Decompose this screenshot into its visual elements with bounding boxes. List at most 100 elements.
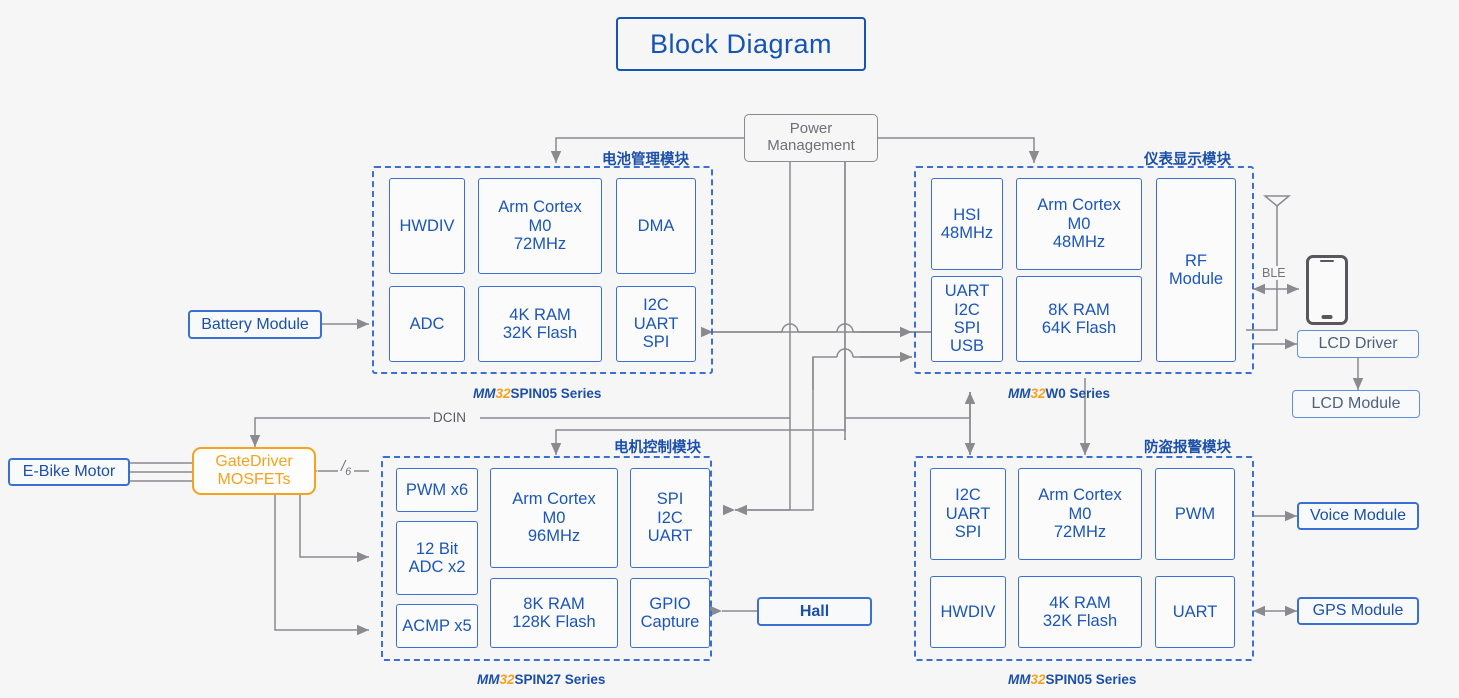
comm-line4: USB [950, 337, 984, 356]
block-motor-adc[interactable]: 12 Bit ADC x2 [396, 521, 478, 595]
block-alarm-memory[interactable]: 4K RAM 32K Flash [1018, 576, 1142, 648]
gpio-line1: GPIO [649, 594, 691, 613]
series-32: 32 [499, 672, 515, 687]
series-32: 32 [1030, 672, 1046, 687]
comm-line2: I2C [657, 508, 683, 527]
power-management-line1: Power [789, 120, 833, 138]
gpio-line2: Capture [640, 613, 700, 631]
series-32: 32 [495, 386, 511, 401]
group-label-display-cn: 仪表显示模块 [1144, 152, 1231, 168]
block-alarm-core[interactable]: Arm Cortex M0 72MHz [1018, 468, 1142, 560]
adc-line1: 12 Bit [415, 539, 459, 558]
page-title: Block Diagram [616, 17, 866, 71]
group-motor-control [381, 456, 712, 661]
block-display-hsi[interactable]: HSI 48MHz [931, 178, 1003, 270]
rf-line2: Module [1168, 270, 1224, 288]
block-battery-core[interactable]: Arm Cortex M0 72MHz [478, 178, 602, 274]
block-display-comm[interactable]: UART I2C SPI USB [931, 276, 1003, 362]
core-line2: M0 [1068, 504, 1092, 523]
core-line2: M0 [528, 216, 552, 235]
block-alarm-pwm[interactable]: PWM [1155, 468, 1235, 560]
core-line3: 96MHz [527, 527, 581, 546]
group-series-battery: MM32SPIN05 Series [473, 386, 601, 401]
series-rest: SPIN05 Series [1045, 672, 1137, 687]
block-battery-adc[interactable]: ADC [389, 286, 465, 362]
power-management-line2: Management [767, 137, 855, 154]
mem-line2: 128K Flash [512, 613, 596, 631]
peripheral-lcd-module[interactable]: LCD Module [1292, 390, 1420, 418]
peripheral-voice-module[interactable]: Voice Module [1297, 502, 1419, 530]
mem-line2: 32K Flash [502, 324, 578, 342]
series-rest: SPIN05 Series [510, 386, 602, 401]
group-label-battery-cn: 电池管理模块 [602, 152, 689, 168]
comm-line3: SPI [953, 319, 981, 337]
wire-label-dcin: DCIN [430, 410, 469, 425]
series-mm: MM [477, 672, 500, 687]
block-battery-memory[interactable]: 4K RAM 32K Flash [478, 286, 602, 362]
peripheral-hall[interactable]: Hall [757, 597, 872, 626]
series-32: 32 [1030, 386, 1046, 401]
block-battery-dma[interactable]: DMA [616, 178, 696, 274]
peripheral-battery-module[interactable]: Battery Module [188, 310, 322, 339]
core-line2: M0 [1067, 214, 1091, 233]
block-motor-core[interactable]: Arm Cortex M0 96MHz [490, 468, 618, 568]
block-battery-comm[interactable]: I2C UART SPI [616, 286, 696, 362]
block-motor-acmp[interactable]: ACMP x5 [396, 604, 478, 648]
comm-line2: UART [945, 504, 991, 523]
hsi-line1: HSI [953, 205, 981, 224]
core-line3: 72MHz [513, 235, 567, 254]
block-alarm-hwdiv[interactable]: HWDIV [930, 576, 1006, 648]
comm-line2: UART [633, 314, 679, 333]
adc-line2: ADC x2 [408, 558, 466, 576]
power-management-block[interactable]: Power Management [744, 114, 878, 162]
mem-line2: 32K Flash [1042, 612, 1118, 630]
peripheral-ebike-motor[interactable]: E-Bike Motor [8, 458, 130, 486]
block-display-rf-module[interactable]: RF Module [1156, 178, 1236, 362]
block-battery-hwdiv[interactable]: HWDIV [389, 178, 465, 274]
group-label-alarm-cn: 防盗报警模块 [1144, 440, 1231, 456]
antenna-icon [1262, 195, 1292, 218]
wire-label-ble: BLE [1259, 266, 1289, 280]
core-line1: Arm Cortex [512, 490, 596, 509]
block-alarm-comm[interactable]: I2C UART SPI [930, 468, 1006, 560]
series-rest: SPIN27 Series [514, 672, 606, 687]
comm-line3: SPI [642, 333, 670, 352]
comm-line1: I2C [643, 296, 669, 315]
block-motor-pwm[interactable]: PWM x6 [396, 468, 478, 512]
gate-driver-line2: MOSFETs [217, 471, 291, 488]
group-series-display: MM32W0 Series [1008, 386, 1110, 401]
comm-line1: I2C [955, 486, 981, 505]
six-num: 6 [345, 466, 352, 478]
core-line1: Arm Cortex [1037, 196, 1121, 215]
group-series-alarm: MM32SPIN05 Series [1008, 672, 1136, 687]
group-battery-management [372, 166, 713, 374]
rf-line1: RF [1185, 251, 1207, 270]
block-display-core[interactable]: Arm Cortex M0 48MHz [1016, 178, 1142, 270]
block-alarm-uart[interactable]: UART [1155, 576, 1235, 648]
block-motor-comm[interactable]: SPI I2C UART [630, 468, 710, 568]
core-line3: 72MHz [1053, 523, 1107, 542]
peripheral-lcd-driver[interactable]: LCD Driver [1297, 330, 1419, 358]
comm-line3: UART [647, 527, 693, 546]
block-motor-memory[interactable]: 8K RAM 128K Flash [490, 578, 618, 648]
series-mm: MM [473, 386, 496, 401]
series-mm: MM [1008, 386, 1031, 401]
series-rest: W0 Series [1045, 386, 1111, 401]
block-motor-gpio[interactable]: GPIO Capture [630, 578, 710, 648]
mem-line2: 64K Flash [1041, 319, 1117, 337]
comm-line1: SPI [656, 490, 684, 509]
mem-line1: 4K RAM [509, 305, 571, 324]
wire-label-six-phase: /6 [338, 458, 355, 478]
group-label-motor-cn: 电机控制模块 [614, 440, 701, 456]
peripheral-gps-module[interactable]: GPS Module [1297, 597, 1419, 625]
block-display-memory[interactable]: 8K RAM 64K Flash [1016, 276, 1142, 362]
mem-line1: 8K RAM [523, 594, 585, 613]
comm-line1: UART [944, 282, 990, 301]
peripheral-gate-driver-mosfets[interactable]: GateDriver MOSFETs [192, 447, 316, 495]
core-line1: Arm Cortex [498, 198, 582, 217]
group-anti-theft-alarm [914, 456, 1254, 661]
core-line1: Arm Cortex [1038, 486, 1122, 505]
series-mm: MM [1008, 672, 1031, 687]
mem-line1: 4K RAM [1049, 593, 1111, 612]
